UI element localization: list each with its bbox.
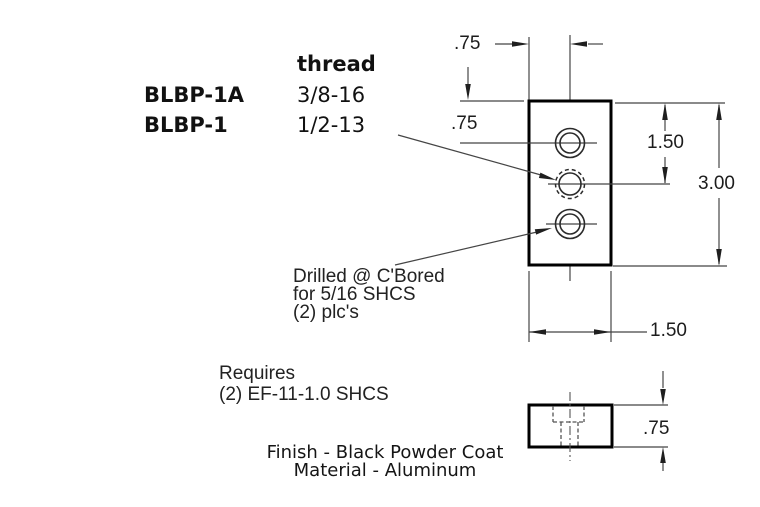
leader-lines <box>394 134 556 266</box>
arrowhead <box>716 249 722 266</box>
leader-thread-callout <box>397 134 542 176</box>
requires-note-line2: (2) EF-11-1.0 SHCS <box>219 384 389 405</box>
thread-column-header: thread <box>297 52 376 76</box>
hole-top-bore <box>559 132 581 154</box>
thread-value-blbp-1a: 3/8-16 <box>297 83 366 107</box>
thread-value-blbp-1: 1/2-13 <box>297 113 366 137</box>
requires-note: Requires (2) EF-11-1.0 SHCS <box>219 363 389 405</box>
arrowhead <box>570 41 587 47</box>
hole-middle-thread-dashed <box>554 168 586 200</box>
model-label-blbp-1a: BLBP-1A <box>144 83 244 107</box>
cbore-note-line3: (2) plc's <box>293 302 359 323</box>
arrowhead <box>512 41 529 47</box>
arrowhead <box>465 84 471 100</box>
cbore-note-line1: Drilled @ C'Bored <box>293 266 445 287</box>
arrowhead <box>538 172 556 180</box>
arrowhead <box>662 167 668 184</box>
dim-hole-spacing: 1.50 <box>647 132 684 153</box>
arrowhead <box>662 103 668 120</box>
dim-overall-height: 3.00 <box>698 173 735 194</box>
arrowhead <box>534 228 552 235</box>
front-view-dimension-lines <box>460 35 727 342</box>
hole-top-counterbore <box>554 127 586 159</box>
arrowhead <box>594 329 611 335</box>
front-view <box>460 99 670 267</box>
cbore-note-line2: for 5/16 SHCS <box>293 284 416 305</box>
arrowhead <box>660 447 666 463</box>
plate-outline-front <box>527 99 613 267</box>
cbore-note: Drilled @ C'Bored for 5/16 SHCS (2) plc'… <box>293 266 445 323</box>
arrowhead <box>529 329 546 335</box>
requires-note-line1: Requires <box>219 363 296 384</box>
arrowhead <box>716 103 722 120</box>
hole-bottom-counterbore <box>554 208 586 240</box>
finish-note: Finish - Black Powder Coat <box>266 442 504 463</box>
dim-plate-width: 1.50 <box>650 320 687 341</box>
material-note: Material - Aluminum <box>293 460 477 481</box>
hole-middle-tap-drill <box>558 172 582 196</box>
finish-material-block: Finish - Black Powder Coat Material - Al… <box>235 444 535 480</box>
dim-plate-thickness: .75 <box>643 418 670 439</box>
dim-hole-offset-horizontal: .75 <box>454 33 481 54</box>
dim-hole-offset-vertical: .75 <box>451 113 478 134</box>
hole-bottom-bore <box>559 213 581 235</box>
model-label-blbp-1: BLBP-1 <box>144 113 228 137</box>
leader-cbore-callout <box>394 231 538 266</box>
side-view <box>527 371 668 471</box>
arrowhead <box>660 389 666 405</box>
